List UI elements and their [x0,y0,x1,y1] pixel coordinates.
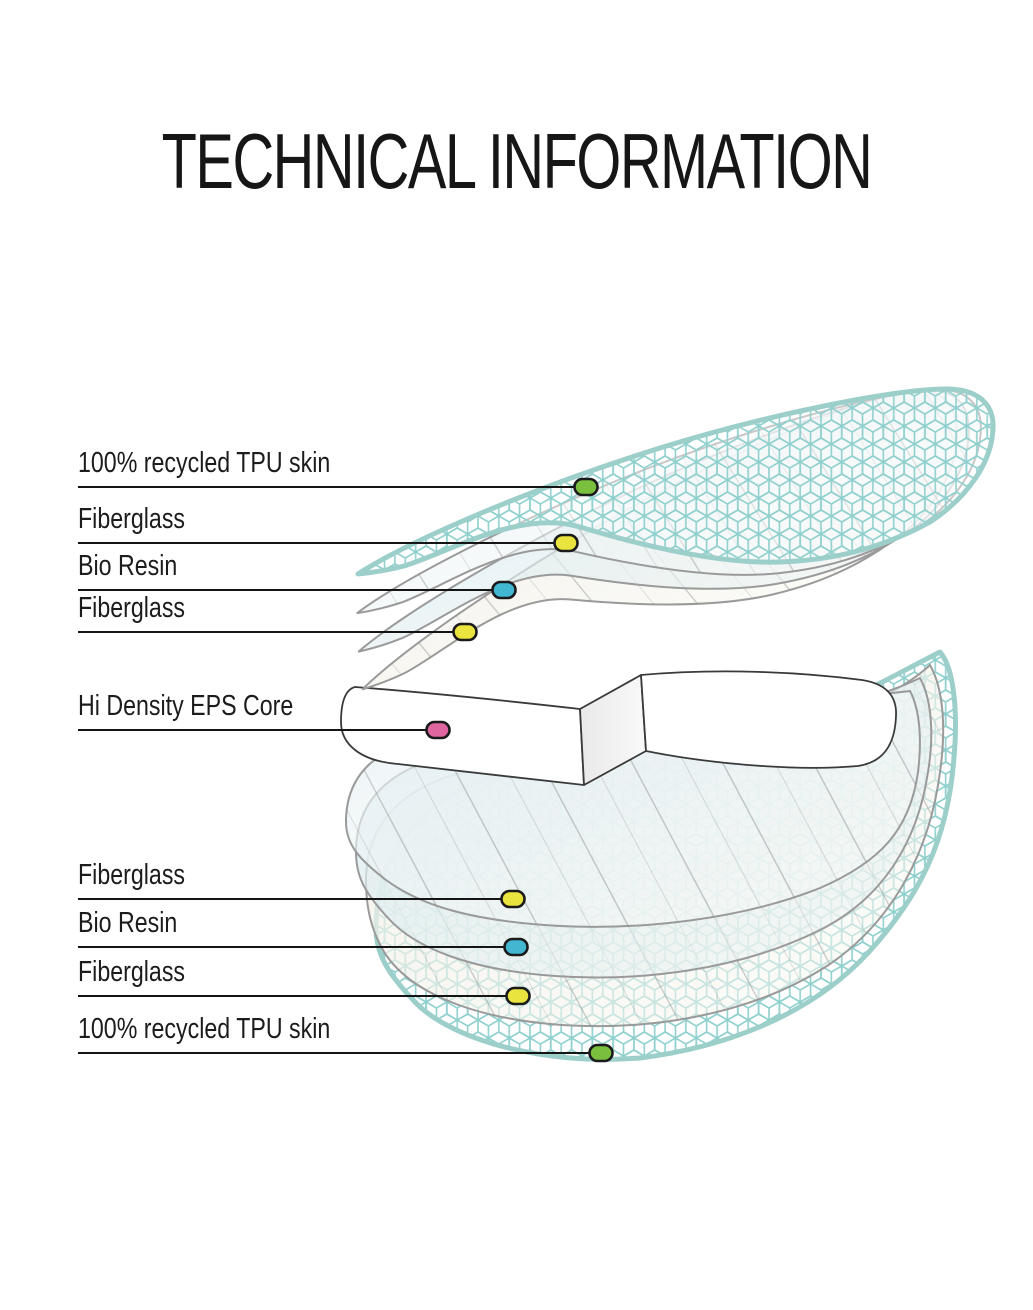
page-title: TECHNICAL INFORMATION [161,117,873,205]
callout-label-tpu-top: 100% recycled TPU skin [78,447,331,479]
marker-tpu-bottom-dot [588,1043,614,1063]
callout-label-fiberglass-top-2: Fiberglass [78,592,186,624]
eps-core-left-section [340,686,585,786]
marker-bio-resin-bot-dot [503,937,529,957]
callout-label-bio-resin-top: Bio Resin [78,550,178,582]
layer-tpu-skin-top [358,389,993,574]
marker-fiberglass-bot-2-dot [505,986,531,1006]
marker-fiberglass-top-1-dot [553,533,579,553]
eps-core-right-section [640,670,897,769]
callout-label-fiberglass-top-1: Fiberglass [78,503,186,535]
marker-dots [425,477,614,1063]
eps-core [340,670,897,786]
marker-fiberglass-top-2-dot [452,622,478,642]
callout-label-fiberglass-bot-1: Fiberglass [78,859,186,891]
marker-tpu-top-dot [573,477,599,497]
marker-fiberglass-bot-1-dot [500,889,526,909]
leader-lines [78,486,601,1054]
callout-label-fiberglass-bot-2: Fiberglass [78,956,186,988]
top-layer-stack [324,381,993,691]
callout-label-tpu-bottom: 100% recycled TPU skin [78,1013,331,1045]
marker-eps-core-dot [425,720,451,740]
callout-label-eps-core: Hi Density EPS Core [78,690,294,722]
callout-label-bio-resin-bot: Bio Resin [78,907,178,939]
marker-bio-resin-top-dot [491,580,517,600]
